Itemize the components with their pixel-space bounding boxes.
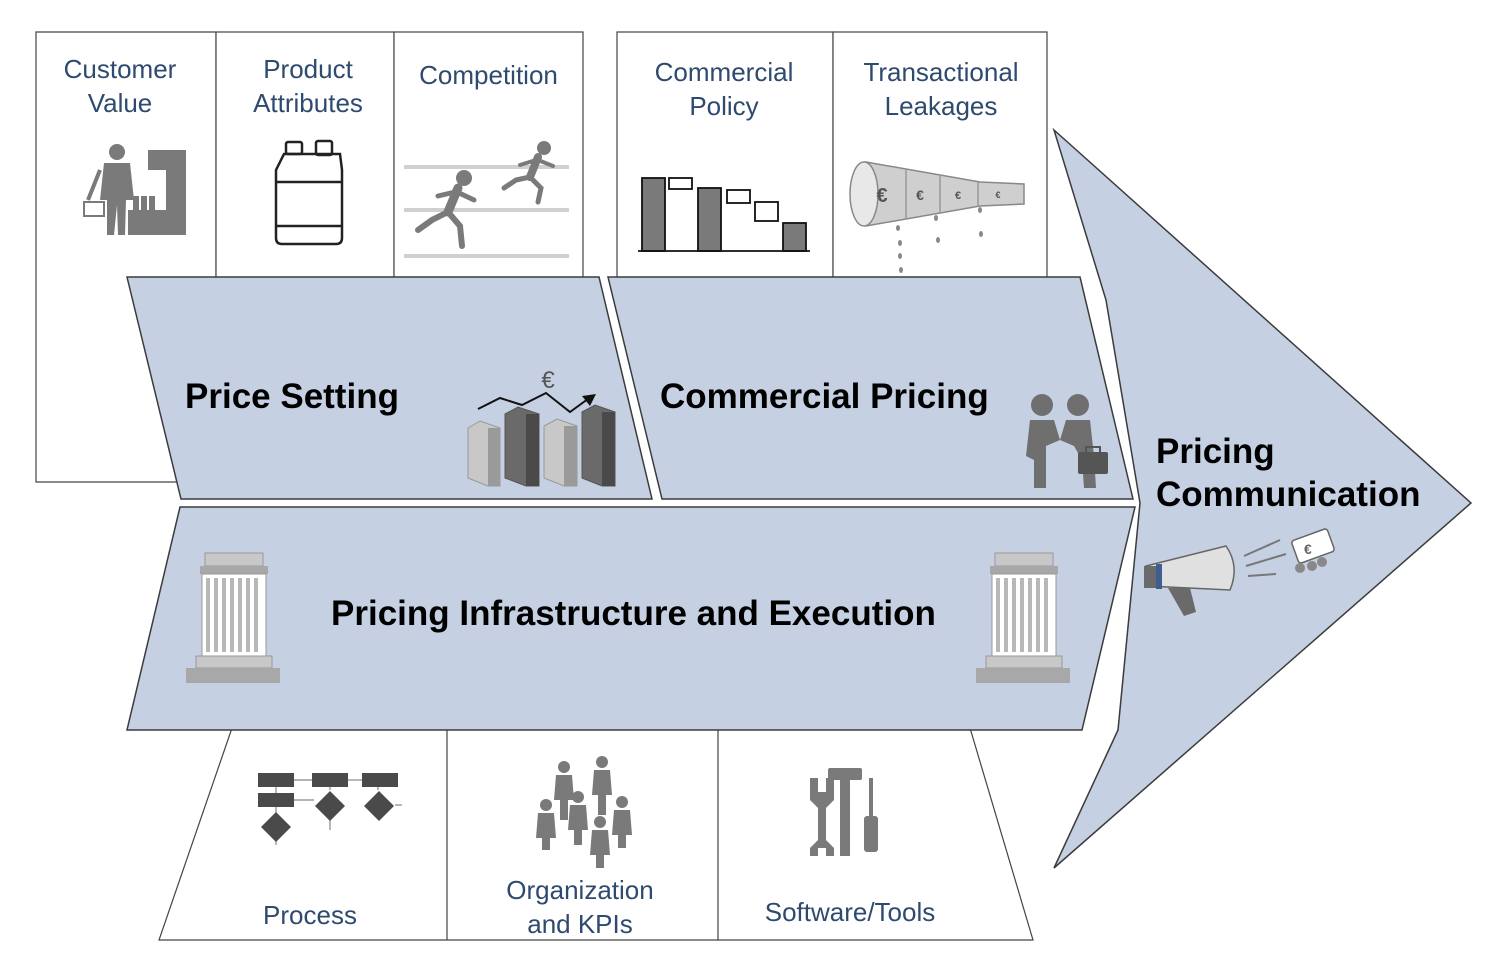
price-setting-title: Price Setting: [185, 377, 399, 416]
transactional-leakages-box: [832, 31, 1048, 279]
shopper-icon: [83, 144, 186, 235]
infrastructure-title: Pricing Infrastructure and Execution: [331, 594, 936, 633]
euro-symbol: €: [955, 190, 961, 202]
pillar-icon: [186, 552, 280, 683]
competition-label: Competition: [419, 60, 558, 90]
organization-label: Organization and KPIs: [506, 875, 654, 939]
euro-symbol: €: [995, 190, 1000, 200]
transactional-leakages-label: Transactional Leakages: [863, 57, 1019, 121]
commercial-pricing-panel: [607, 276, 1134, 500]
product-attributes-label: Product Attributes: [253, 54, 363, 118]
euro-symbol: €: [876, 185, 887, 207]
pillar-icon: [976, 552, 1070, 683]
process-label: Process: [263, 900, 357, 930]
people-group-icon: [536, 756, 632, 868]
commercial-policy-label: Commercial Policy: [654, 57, 794, 121]
flowchart-icon: [258, 773, 402, 845]
price-trend-icon: €: [467, 367, 616, 487]
waterfall-icon: [638, 177, 810, 252]
euro-symbol: €: [541, 367, 555, 394]
megaphone-icon: €: [1144, 528, 1335, 616]
infrastructure-panel: [126, 506, 1136, 731]
canister-icon: [274, 139, 344, 246]
pricing-communication-arrow: [1052, 127, 1473, 869]
commercial-pricing-title: Commercial Pricing: [660, 377, 989, 416]
customer-value-label: Customer Value: [63, 54, 177, 118]
euro-symbol: €: [916, 187, 924, 203]
euro-symbol: €: [1304, 541, 1312, 557]
top-boxes-left: [35, 31, 584, 483]
handshake-icon: [1026, 394, 1108, 488]
runners-icon: [404, 141, 569, 258]
software-label: Software/Tools: [764, 897, 936, 927]
top-boxes-right: [616, 31, 1048, 279]
leaking-pipe-icon: € € € €: [849, 161, 1025, 273]
tools-icon: [810, 768, 878, 856]
pricing-communication-title: Pricing Communication: [1156, 432, 1421, 514]
